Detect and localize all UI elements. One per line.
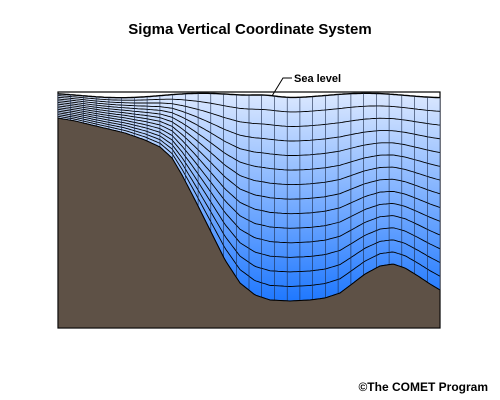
copyright-credit: ©The COMET Program	[358, 380, 488, 394]
sea-level-label: Sea level	[294, 73, 341, 85]
diagram-title: Sigma Vertical Coordinate System	[128, 21, 372, 38]
sigma-grid	[57, 92, 441, 302]
sea-level-pointer	[271, 77, 292, 97]
seabed-land	[57, 117, 441, 329]
